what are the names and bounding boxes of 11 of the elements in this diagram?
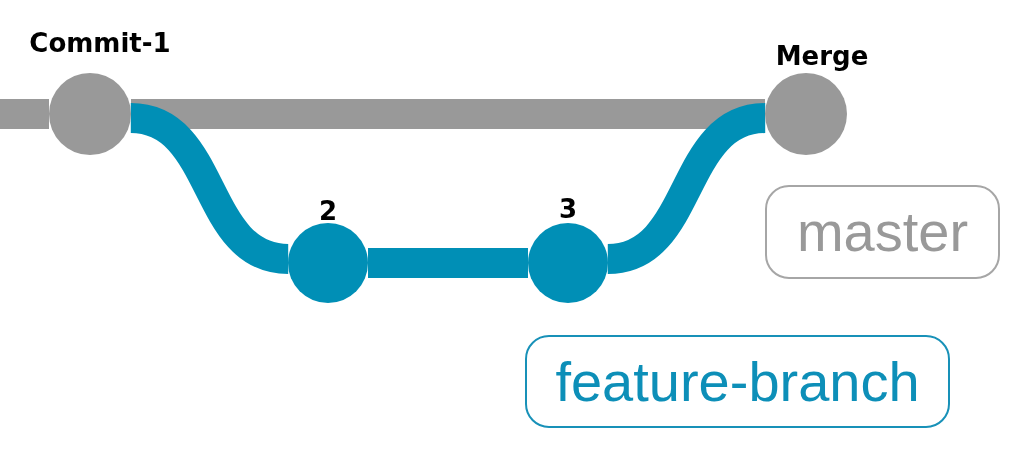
commit-label: Commit-1 (29, 30, 171, 56)
branch-tag (765, 185, 1000, 279)
commit-label: 3 (558, 196, 578, 222)
branch-name: feature-branch (555, 353, 920, 410)
branch-line (0, 99, 49, 129)
branch-name: master (796, 204, 969, 260)
branch-line (368, 248, 528, 278)
commit-label: Merge (775, 43, 869, 69)
branch-line (131, 99, 765, 129)
branch-tag (525, 335, 950, 428)
commit-label: 2 (318, 198, 338, 224)
